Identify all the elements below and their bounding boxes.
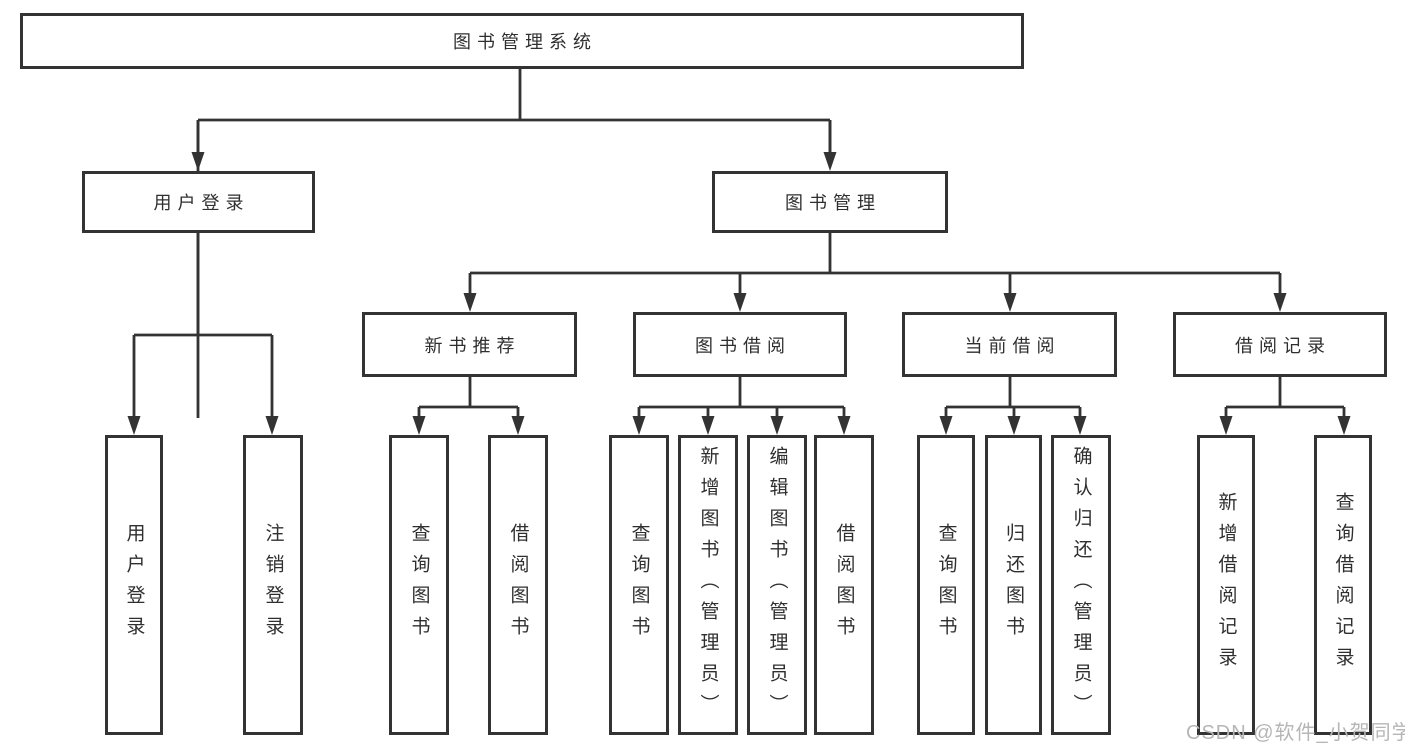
node-label: 借阅图书	[833, 523, 855, 647]
node-label: 归还图书	[1003, 523, 1024, 647]
connector-user-login-fork	[127, 232, 279, 435]
node-label: 查询图书	[628, 523, 650, 647]
leaf-add-book-admin: 新增图书（管理员）	[678, 435, 738, 735]
node-label: 新书推荐	[424, 335, 521, 356]
node-label: 注销登录	[262, 523, 284, 647]
leaf-edit-book-admin: 编辑图书（管理员）	[747, 435, 807, 735]
leaf-logout: 注销登录	[243, 435, 303, 735]
node-new-book-recommend: 新书推荐	[362, 312, 577, 377]
node-label: 编辑图书（管理员）	[766, 445, 788, 725]
leaf-query-books-current: 查询图书	[917, 435, 975, 735]
node-book-management: 图书管理	[712, 171, 948, 233]
node-label: 图书借阅	[695, 335, 791, 356]
node-label: 图书管理系统	[453, 32, 597, 52]
connector-current-borrow-fork	[939, 377, 1087, 435]
node-label: 用户登录	[153, 193, 250, 213]
node-label: 查询借阅记录	[1332, 492, 1354, 678]
node-label: 当前借阅	[964, 335, 1061, 356]
node-label: 查询图书	[408, 523, 430, 647]
node-label: 新增图书（管理员）	[697, 445, 719, 725]
leaf-return-book: 归还图书	[985, 435, 1042, 735]
node-label: 确认归还（管理员）	[1070, 445, 1092, 725]
leaf-query-books-recommend: 查询图书	[389, 435, 449, 735]
node-borrow-records: 借阅记录	[1173, 312, 1387, 377]
connector-root-to-level2	[191, 68, 837, 418]
node-library-system: 图书管理系统	[20, 13, 1024, 69]
connector-new-book-fork	[412, 377, 525, 435]
leaf-add-borrow-record: 新增借阅记录	[1197, 435, 1255, 735]
node-user-login: 用户登录	[82, 171, 315, 233]
connector-book-borrow-fork	[632, 377, 851, 435]
connector-book-management-fork	[463, 232, 1287, 312]
node-label: 图书管理	[785, 193, 881, 213]
node-label: 用户登录	[123, 523, 145, 647]
connector-borrow-records-fork	[1219, 377, 1351, 435]
node-label: 查询图书	[935, 523, 957, 647]
leaf-query-borrow-record: 查询借阅记录	[1314, 435, 1372, 735]
leaf-query-books-borrow: 查询图书	[609, 435, 669, 735]
leaf-borrow-books-recommend: 借阅图书	[488, 435, 548, 735]
node-label: 新增借阅记录	[1215, 492, 1237, 678]
leaf-borrow-books: 借阅图书	[814, 435, 874, 735]
leaf-confirm-return-admin: 确认归还（管理员）	[1051, 435, 1111, 735]
node-current-borrow: 当前借阅	[902, 312, 1117, 377]
node-book-borrow: 图书借阅	[633, 312, 847, 377]
node-label: 借阅记录	[1235, 335, 1331, 356]
watermark: CSDN @软件_小贺同学	[1186, 722, 1405, 744]
node-label: 借阅图书	[507, 523, 529, 647]
leaf-user-login: 用户登录	[105, 435, 163, 735]
